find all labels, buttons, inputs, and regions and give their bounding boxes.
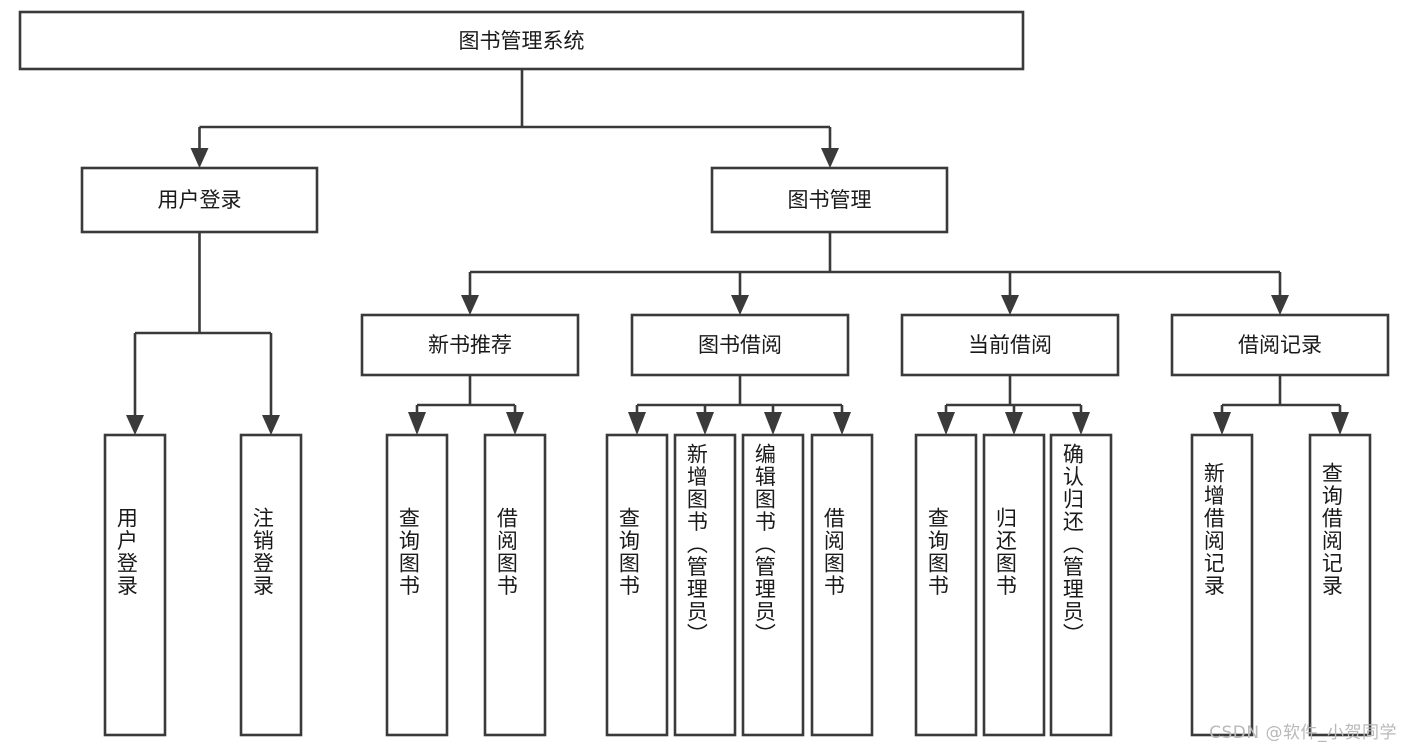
arrow-current-to-leaf-3 xyxy=(1072,412,1090,435)
node-leaf-logout-login[interactable] xyxy=(239,433,303,737)
node-book-management[interactable] xyxy=(710,166,949,234)
node-current-borrow[interactable] xyxy=(900,313,1120,377)
node-leaf-user-login[interactable] xyxy=(103,433,167,737)
node-book-management-label: 图书管理 xyxy=(788,188,872,212)
node-leaf-edit-book-admin[interactable] xyxy=(741,433,805,737)
arrow-book-mgmt-to-records xyxy=(1271,295,1289,315)
node-book-borrow[interactable] xyxy=(630,313,850,377)
node-current-borrow-label: 当前借阅 xyxy=(968,333,1052,357)
arrow-current-to-leaf-1 xyxy=(937,412,955,435)
node-leaf-query-borrow-record[interactable] xyxy=(1308,433,1372,737)
node-leaf-query-book-borrow[interactable] xyxy=(605,433,669,737)
node-leaf-borrow-book-recommend[interactable] xyxy=(483,433,547,737)
node-leaf-query-book-current[interactable] xyxy=(914,433,978,737)
arrow-current-to-leaf-2 xyxy=(1005,412,1023,435)
node-leaf-add-borrow-record[interactable] xyxy=(1190,433,1254,737)
node-root-book-management-system[interactable] xyxy=(18,10,1025,71)
node-layer: 图书管理系统 用户登录 图书管理 新书推荐 图书借阅 当前借阅 借阅记录 xyxy=(18,10,1390,737)
node-leaf-borrow-book[interactable] xyxy=(810,433,874,737)
node-book-borrow-label: 图书借阅 xyxy=(698,333,782,357)
node-new-book-recommend-label: 新书推荐 xyxy=(428,333,512,357)
node-leaf-confirm-return-admin[interactable] xyxy=(1049,433,1113,737)
arrow-user-login-to-leaf-1 xyxy=(126,415,144,435)
node-leaf-return-book[interactable] xyxy=(982,433,1046,737)
node-borrow-records-label: 借阅记录 xyxy=(1238,333,1322,357)
node-borrow-records[interactable] xyxy=(1170,313,1390,377)
csdn-watermark: CSDN @软件_小贺同学 xyxy=(1209,723,1397,743)
arrow-root-to-book-mgmt xyxy=(821,148,839,168)
arrow-root-to-user-login xyxy=(190,148,209,168)
node-root-label: 图书管理系统 xyxy=(459,29,585,53)
node-new-book-recommend[interactable] xyxy=(360,313,580,377)
arrow-book-mgmt-to-current xyxy=(1001,295,1019,315)
arrow-borrow-to-leaf-1 xyxy=(628,412,646,435)
node-user-login-label: 用户登录 xyxy=(158,188,242,212)
node-user-login[interactable] xyxy=(80,166,319,234)
arrow-borrow-to-leaf-3 xyxy=(764,412,782,435)
arrow-new-book-to-leaf-2 xyxy=(506,412,524,435)
arrow-new-book-to-leaf-1 xyxy=(408,412,426,435)
arrow-borrow-to-leaf-4 xyxy=(833,412,851,435)
arrow-records-to-leaf-1 xyxy=(1213,412,1231,435)
arrow-user-login-to-leaf-2 xyxy=(262,415,280,435)
node-leaf-add-book-admin[interactable] xyxy=(673,433,737,737)
arrow-borrow-to-leaf-2 xyxy=(696,412,714,435)
arrow-book-mgmt-to-new-book xyxy=(461,295,479,315)
arrow-records-to-leaf-2 xyxy=(1331,412,1349,435)
node-leaf-query-book-recommend[interactable] xyxy=(385,433,449,737)
arrow-book-mgmt-to-borrow xyxy=(731,295,749,315)
connector-layer xyxy=(126,69,1349,435)
